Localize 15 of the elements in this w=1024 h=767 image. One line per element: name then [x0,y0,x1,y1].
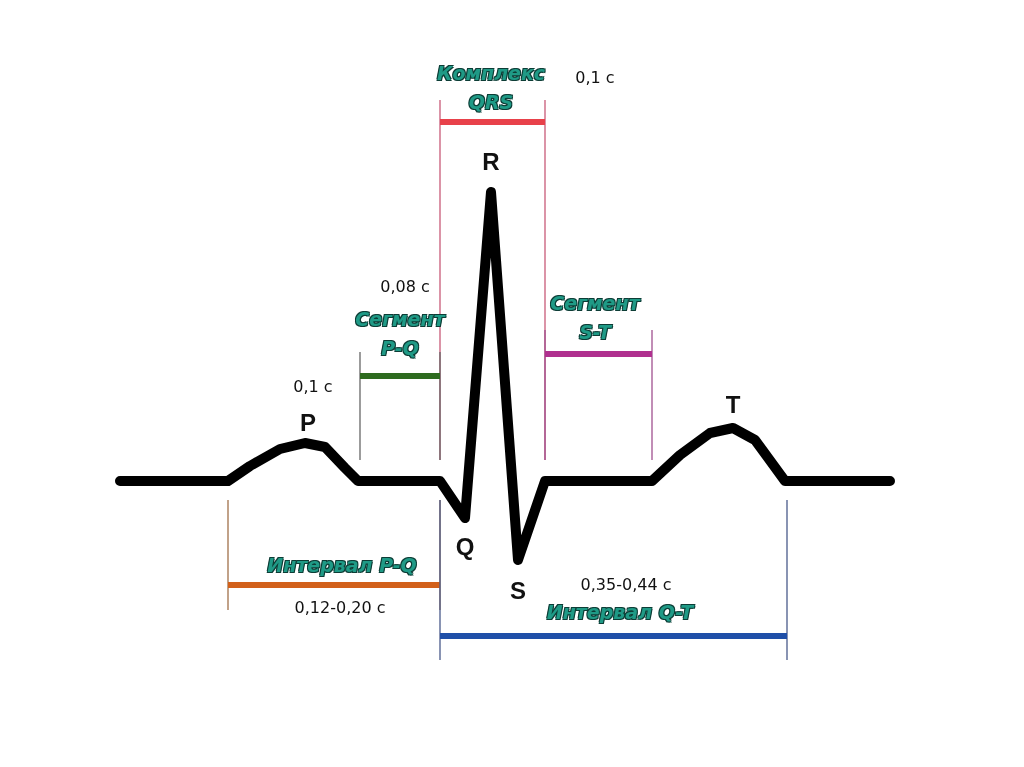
interval-label: Интервал P-Q [267,553,417,579]
wave-letter: R [482,147,500,177]
duration-label: 0,08 с [380,276,430,298]
wave-letter: Q [455,532,475,562]
wave-letter: P [300,408,316,438]
wave-letter: T [725,390,741,420]
duration-label: 0,12-0,20 с [294,597,386,619]
segment-label: Сегмент S-T [549,290,642,345]
interval-label: Интервал Q-T [546,600,694,626]
duration-label: 0,1 с [575,67,615,89]
duration-label: 0,35-0,44 с [580,574,672,596]
segment-label: Сегмент P-Q [354,306,447,361]
duration-label: 0,1 с [293,376,333,398]
complex-label: Комплекс QRS [435,60,547,115]
wave-letter: S [510,576,526,606]
